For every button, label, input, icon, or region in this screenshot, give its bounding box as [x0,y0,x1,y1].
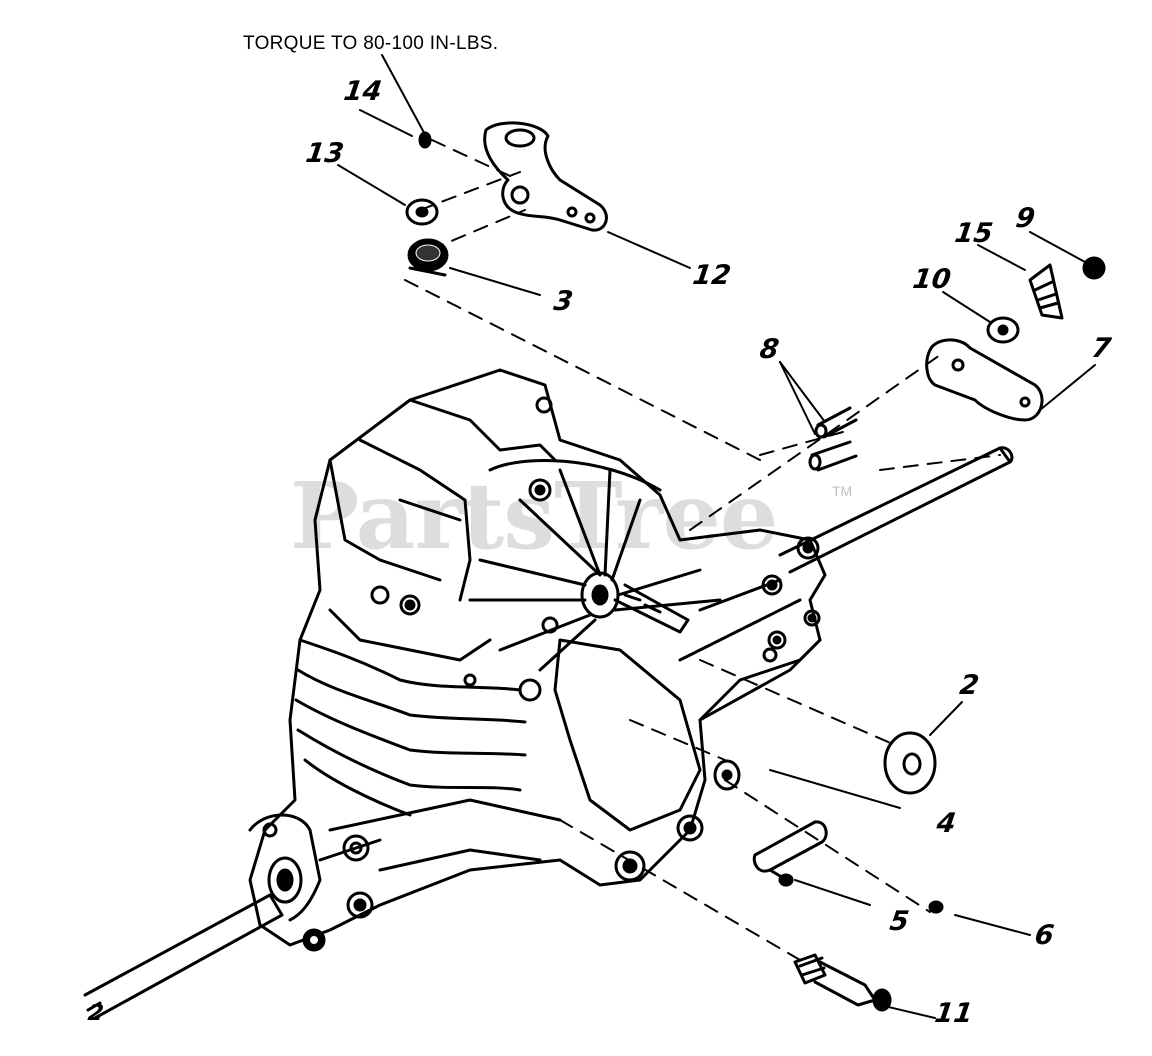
callout-6: 6 [1032,920,1056,951]
callout-11: 11 [932,998,975,1029]
callout-9: 9 [1013,203,1037,234]
part-15-spring [1028,263,1064,320]
leader-lines [337,54,1096,1019]
axle-right [778,446,1014,574]
callout-13: 13 [303,138,346,169]
torque-note: TORQUE TO 80-100 IN-LBS. [243,33,499,54]
part-6-nut [928,900,944,914]
part-7-bracket [925,338,1044,422]
part-9-nut [1082,256,1106,280]
callout-12: 12 [690,260,733,291]
part-13-bushing [405,198,439,226]
part-8-pins [808,406,858,472]
axle-left [83,893,284,1020]
part-5-plate [752,820,828,887]
callout-15: 15 [952,218,995,249]
part-14-screw [418,131,432,149]
callout-10: 10 [910,264,953,295]
callout-2-axle: 2 [86,1001,106,1026]
part-2-washer [883,731,937,795]
callout-2: 2 [957,670,981,701]
part-4-bushing [713,759,741,791]
part-12-lever [483,121,608,232]
watermark-trademark: TM [832,483,853,499]
part-10-washer [986,316,1020,344]
callout-3: 3 [551,286,575,317]
part-3-seal [407,238,449,277]
callout-8: 8 [757,334,781,365]
part-11-fitting [793,953,892,1012]
callout-14: 14 [341,76,384,107]
callout-7: 7 [1089,333,1113,364]
callout-5: 5 [887,906,911,937]
callout-4: 4 [934,808,958,839]
transaxle-housing [248,368,827,952]
watermark: PartsTree [290,462,778,570]
